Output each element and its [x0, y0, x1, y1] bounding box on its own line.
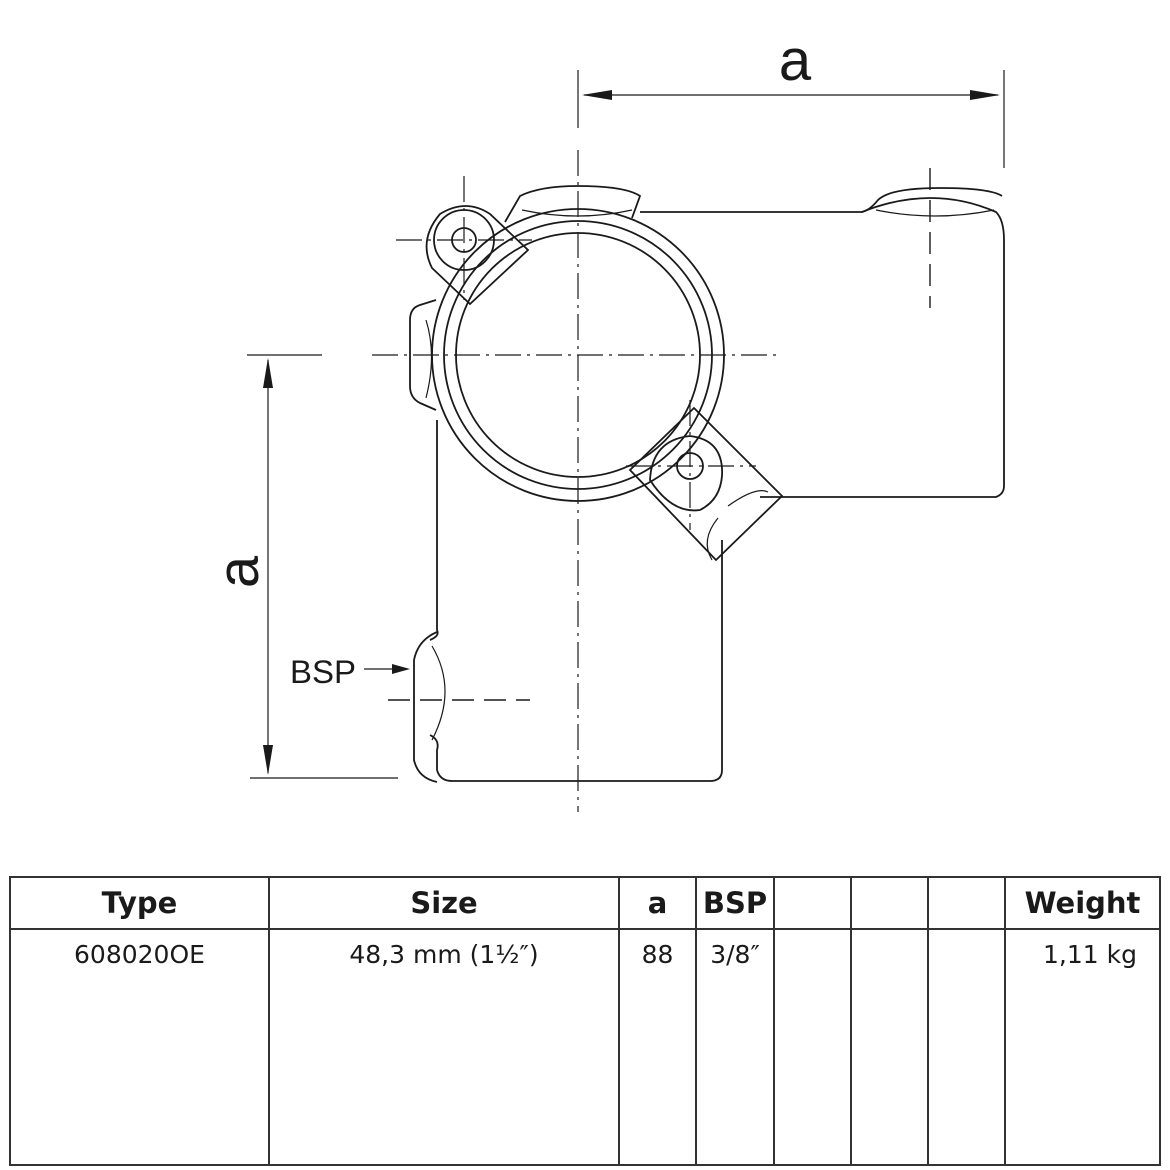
header-a: a: [618, 876, 697, 930]
spec-table: Type Size a BSP Weight 608020OE 48,3 mm …: [9, 876, 1161, 1166]
cell-empty-3: [927, 928, 1006, 1166]
cell-empty-2: [850, 928, 929, 1166]
cell-bsp: 3/8″: [695, 928, 775, 1166]
center-lines: [372, 150, 780, 812]
bsp-callout-label: BSP: [290, 654, 356, 690]
header-bsp: BSP: [695, 876, 775, 930]
cell-empty-1: [773, 928, 852, 1166]
header-weight: Weight: [1004, 876, 1161, 930]
cell-weight: 1,11 kg: [1004, 928, 1161, 1166]
table-header-row: Type Size a BSP Weight: [9, 876, 1161, 930]
header-type: Type: [9, 876, 270, 930]
header-empty-2: [850, 876, 929, 930]
hidden-lines: [388, 168, 931, 701]
fitting-body: [409, 185, 1005, 783]
header-empty-3: [927, 876, 1006, 930]
top-dimension: a: [577, 28, 1005, 168]
cell-size: 48,3 mm (1½″): [268, 928, 620, 1166]
dimension-top-label: a: [779, 28, 812, 93]
table-row: 608020OE 48,3 mm (1½″) 88 3/8″ 1,11 kg: [9, 928, 1161, 1166]
left-dimension: a: [206, 354, 398, 779]
dimension-left-label: a: [206, 555, 271, 588]
bsp-callout: BSP: [290, 654, 410, 690]
cell-a: 88: [618, 928, 697, 1166]
cell-type: 608020OE: [9, 928, 270, 1166]
fitting-technical-drawing: a a BSP: [206, 28, 1005, 812]
header-empty-1: [773, 876, 852, 930]
header-size: Size: [268, 876, 620, 930]
